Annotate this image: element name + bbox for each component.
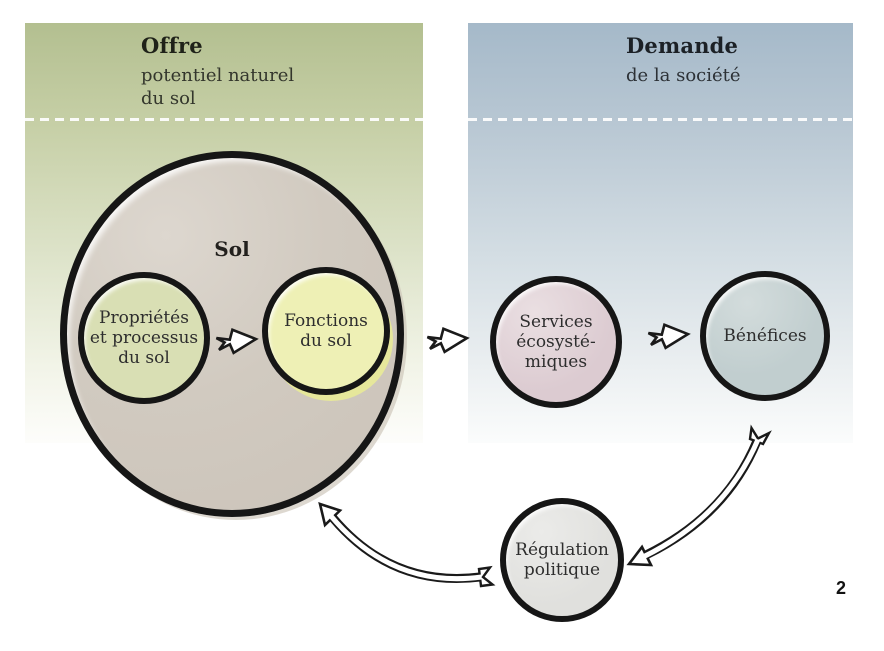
benefices-label: Bénéfices [723, 325, 807, 346]
benefices-circle: Bénéfices [700, 271, 830, 401]
demand-subtitle: de la société [626, 65, 741, 86]
fonctions-circle: Fonctions du sol [262, 267, 390, 395]
page-number: 2 [835, 578, 846, 598]
proprietes-circle: Propriétés et processus du sol [78, 272, 210, 404]
services-circle: Services écosysté- miques [490, 276, 622, 408]
demand-header: Demande de la société [626, 33, 741, 88]
regulation-circle: Régulation politique [500, 498, 624, 622]
regulation-label: Régulation politique [515, 539, 609, 580]
offer-subtitle: potentiel naturel du sol [141, 65, 295, 109]
arrow-benefices-to-regulation-icon [626, 424, 772, 567]
sol-label: Sol [214, 237, 250, 261]
arrow-sol-to-services-icon [425, 324, 470, 356]
fonctions-label: Fonctions du sol [284, 310, 368, 351]
proprietes-label: Propriétés et processus du sol [89, 307, 199, 369]
demand-title: Demande [626, 33, 739, 58]
offer-header: Offre potentiel naturel du sol [141, 33, 294, 110]
services-label: Services écosysté- miques [516, 311, 596, 373]
arrow-regulation-to-sol-icon [318, 502, 496, 588]
demand-dashed-divider [468, 118, 853, 121]
offer-title: Offre [141, 33, 203, 58]
offer-dashed-divider [25, 118, 423, 121]
